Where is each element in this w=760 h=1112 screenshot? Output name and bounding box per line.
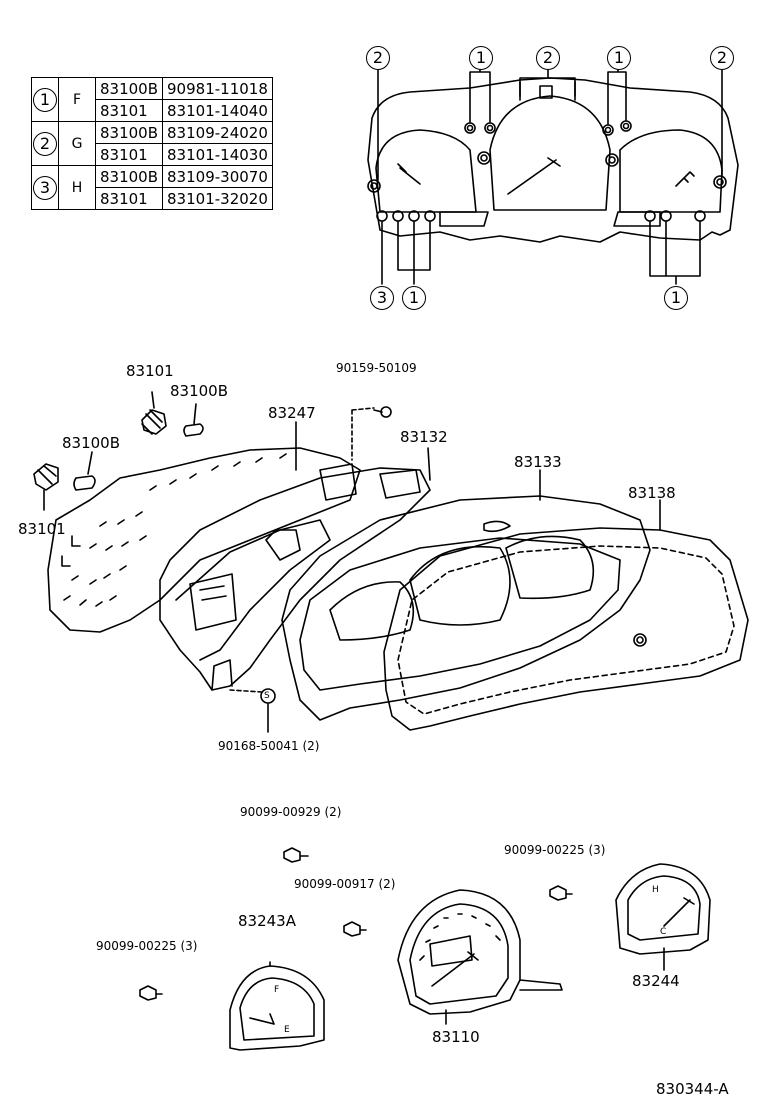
label-83133: 83133 (514, 453, 562, 471)
bulb-location-panel (367, 67, 739, 285)
marker-1-lower-left: 1 (402, 286, 426, 310)
label-83110: 83110 (432, 1028, 480, 1046)
label-83243a: 83243A (238, 912, 296, 930)
label-90168-50041: 90168-50041 (2) (218, 739, 320, 753)
label-90099-00225-left: 90099-00225 (3) (96, 939, 198, 953)
gauge-h-mark: H (652, 885, 659, 895)
temperature-gauge-83244 (615, 863, 711, 971)
marker-1-lower-right: 1 (664, 286, 688, 310)
legend-marker-3: 3 (31, 165, 59, 210)
legend-cell: 83109-30070 (162, 165, 273, 188)
marker-1-upper-right: 1 (607, 46, 631, 70)
diagram-id: 830344-A (656, 1080, 729, 1098)
label-90099-00929: 90099-00929 (2) (240, 805, 342, 819)
legend-cell: 83101 (94, 143, 164, 166)
legend-cell: 83101 (94, 99, 164, 122)
cluster-lens-83138 (383, 499, 749, 731)
marker-2-right: 2 (710, 46, 734, 70)
label-83100b-left: 83100B (62, 434, 121, 452)
screws (139, 847, 573, 1001)
legend-cell: 90981-11018 (162, 77, 273, 100)
label-83100b-top: 83100B (170, 382, 229, 400)
legend-cell: 83101-14030 (162, 143, 273, 166)
legend-cell: 83101-14040 (162, 99, 273, 122)
legend-cell: 83100B (94, 121, 164, 144)
screw-s-mark: S (264, 691, 270, 701)
legend-letter-g: G (58, 121, 96, 166)
marker-2-center: 2 (536, 46, 560, 70)
marker-1-upper-left: 1 (469, 46, 493, 70)
leader-lines-middle (43, 391, 541, 733)
label-83138: 83138 (628, 484, 676, 502)
label-83132: 83132 (400, 428, 448, 446)
gauge-e-mark: E (284, 1025, 290, 1035)
speedometer-83110 (397, 889, 563, 1025)
bulb-sockets-and-bulbs (33, 406, 392, 704)
bulb-legend-table: 1 F 83100B 90981-11018 83101 83101-14040… (31, 77, 273, 210)
legend-cell: 83101 (94, 187, 164, 210)
label-83244: 83244 (632, 972, 680, 990)
legend-letter-f: F (58, 77, 96, 122)
label-83101-top: 83101 (126, 362, 174, 380)
legend-cell: 83101-32020 (162, 187, 273, 210)
label-90159-50109: 90159-50109 (336, 361, 417, 375)
fuel-gauge-83243A (229, 961, 325, 1051)
legend-marker-1: 1 (31, 77, 59, 122)
cluster-case-83247 (159, 463, 431, 691)
legend-cell: 83109-24020 (162, 121, 273, 144)
gauge-f-mark: F (274, 985, 280, 995)
legend-marker-2: 2 (31, 121, 59, 166)
label-83247: 83247 (268, 404, 316, 422)
label-90099-00225-right: 90099-00225 (3) (504, 843, 606, 857)
legend-cell: 83100B (94, 77, 164, 100)
marker-3-lower: 3 (370, 286, 394, 310)
label-83101-left: 83101 (18, 520, 66, 538)
gauge-c-mark: C (660, 927, 667, 937)
legend-cell: 83100B (94, 165, 164, 188)
label-90099-00917: 90099-00917 (2) (294, 877, 396, 891)
printed-circuit-board (47, 447, 361, 633)
legend-letter-h: H (58, 165, 96, 210)
marker-2-left: 2 (366, 46, 390, 70)
cluster-frame-83133 (281, 495, 651, 721)
